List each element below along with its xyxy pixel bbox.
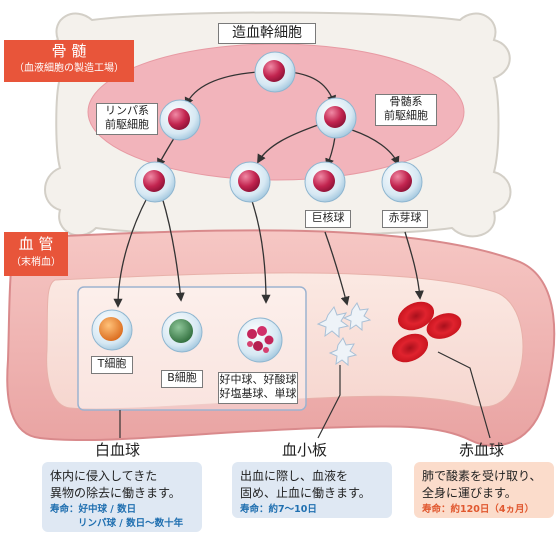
- white-cell-life-2: リンパ球 / 数日〜数十年: [78, 517, 184, 529]
- red-cell-info-box: 肺で酸素を受け取り、 全身に運びます。 寿命：約120日（4ヵ月）: [414, 462, 554, 518]
- arrow-myeloid-to-cell4: [351, 129, 400, 166]
- granulocytes-label: 好中球、好酸球 好塩基球、単球: [218, 372, 298, 404]
- white-cell-life-1: 寿命：好中球 / 数日: [50, 503, 137, 515]
- bone-marrow-subtitle: （血液細胞の製造工場）: [14, 63, 124, 74]
- arrow-to-b-cell: [161, 196, 185, 302]
- platelet-life: 寿命：約7〜10日: [240, 503, 317, 515]
- arrow-stem-to-lymphoid: [184, 71, 259, 107]
- myeloid-progenitor-label: 骨髄系 前駆細胞: [375, 94, 437, 126]
- bone-marrow-tag: 骨 髄 （血液細胞の製造工場）: [4, 40, 134, 82]
- red-cell-desc-2: 全身に運びます。: [422, 486, 517, 501]
- myeloid-progenitor-cell: [315, 97, 357, 139]
- arrow-myeloid-to-cell2: [257, 124, 319, 164]
- vessel-title: 血 管: [18, 235, 54, 253]
- b-cell-label: B細胞: [161, 370, 203, 388]
- stem-cell: [254, 51, 296, 93]
- megakaryocyte-label: 巨核球: [305, 210, 351, 228]
- lymphoid-progenitor-cell: [159, 99, 201, 141]
- marrow-area: [87, 43, 465, 181]
- red-cell-desc-1: 肺で酸素を受け取り、: [422, 469, 542, 483]
- granulocyte-cell: [237, 317, 283, 363]
- red-cell-life: 寿命：約120日（4ヵ月）: [422, 503, 534, 515]
- erythroblast-label: 赤芽球: [382, 210, 428, 228]
- platelet-title: 血小板: [282, 441, 328, 459]
- arrow-to-platelets: [324, 231, 350, 306]
- arrow-to-granulocytes: [250, 197, 271, 304]
- myeloid-progenitor-line1: 骨髄系: [389, 95, 423, 108]
- white-cell-desc-2: 異物の除去に働きます。: [50, 486, 181, 501]
- lymphocyte-precursor-cell: [134, 161, 176, 203]
- stem-cell-label: 造血幹細胞: [218, 23, 316, 44]
- red-blood-cells: [391, 301, 462, 363]
- megakaryocyte-cell: [304, 161, 346, 203]
- platelet-info-box: 出血に際し、血液を 固め、止血に働きます。 寿命：約7〜10日: [232, 462, 392, 518]
- vessel-tag: 血 管 （末梢血）: [4, 232, 68, 276]
- vessel-subtitle: （末梢血）: [11, 257, 61, 268]
- myeloid-progenitor-line2: 前駆細胞: [384, 108, 428, 122]
- white-cell-title: 白血球: [95, 441, 141, 459]
- platelet-desc-2: 固め、止血に働きます。: [240, 486, 371, 501]
- white-cell-desc-1: 体内に侵入してきた: [50, 469, 158, 483]
- erythroblast-cell: [381, 161, 423, 203]
- pointer-red: [437, 351, 491, 439]
- white-cell-info-box: 体内に侵入してきた 異物の除去に働きます。 寿命：好中球 / 数日 リンパ球 /…: [42, 462, 202, 532]
- bone-marrow-title: 骨 髄: [51, 42, 87, 60]
- granulocyte-precursor-cell: [229, 161, 271, 203]
- t-cell-label: T細胞: [91, 356, 133, 374]
- granulocytes-line1: 好中球、好酸球: [219, 373, 297, 386]
- pointer-platelet: [317, 365, 341, 439]
- lymphoid-progenitor-line1: リンパ系: [105, 104, 149, 117]
- red-cell-title: 赤血球: [459, 441, 505, 459]
- lymphoid-progenitor-line2: 前駆細胞: [105, 117, 149, 131]
- lymphoid-progenitor-label: リンパ系 前駆細胞: [96, 103, 158, 135]
- b-cell: [161, 311, 203, 353]
- platelet-desc-1: 出血に際し、血液を: [240, 469, 349, 483]
- platelets: [316, 301, 372, 367]
- arrow-to-rbc: [404, 231, 424, 300]
- arrow-to-t-cell: [113, 195, 149, 308]
- granulocytes-line2: 好塩基球、単球: [219, 386, 297, 400]
- t-cell: [91, 309, 133, 351]
